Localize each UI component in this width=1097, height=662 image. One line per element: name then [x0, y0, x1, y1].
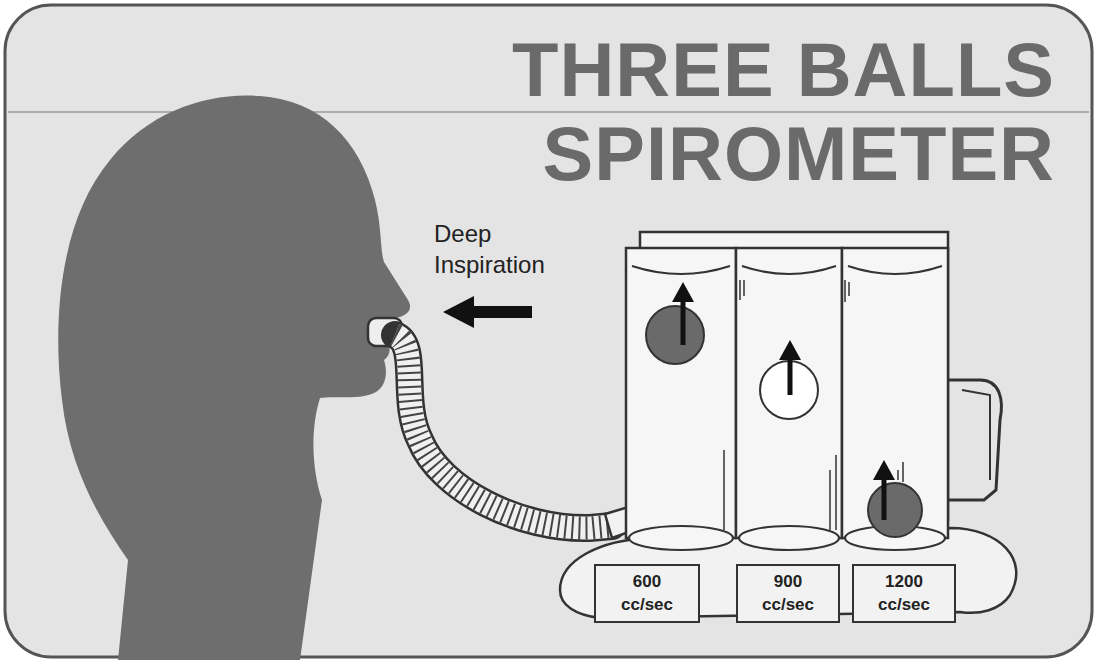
ball-arrow-head — [779, 340, 801, 360]
chamber — [842, 248, 948, 538]
ball-arrow-head — [672, 282, 694, 302]
ball-arrow — [681, 300, 686, 345]
chamber — [736, 248, 842, 538]
handle — [948, 380, 1001, 500]
rate-box: 600 cc/sec — [594, 564, 700, 623]
motion-lines — [898, 462, 903, 482]
chamber-bottom — [629, 526, 733, 550]
rate-box: 1200 cc/sec — [852, 564, 956, 623]
hose — [395, 335, 612, 528]
rate-box: 900 cc/sec — [736, 564, 840, 623]
inspiration-arrow — [470, 306, 532, 318]
chamber-shading — [724, 280, 849, 530]
ball-arrow — [788, 358, 793, 395]
ball — [646, 306, 704, 364]
diagram-title: THREE BALLS SPIROMETER — [355, 28, 1055, 195]
hose-ribs — [395, 335, 612, 528]
arrow-label: Deep Inspiration — [434, 218, 554, 280]
hose-inner — [395, 335, 612, 528]
ball-arrow — [882, 478, 887, 520]
head-silhouette — [58, 95, 410, 660]
handle-edge — [962, 390, 990, 480]
rate-label: 1200 cc/sec — [872, 571, 936, 615]
arrow-head — [443, 296, 474, 328]
chamber-bottom — [739, 526, 839, 550]
rate-label: 900 cc/sec — [756, 571, 820, 615]
rate-label: 600 cc/sec — [615, 571, 679, 615]
chamber-top — [632, 266, 942, 274]
chamber — [626, 248, 736, 538]
ball-arrow-head — [873, 460, 895, 480]
ball — [868, 483, 922, 537]
